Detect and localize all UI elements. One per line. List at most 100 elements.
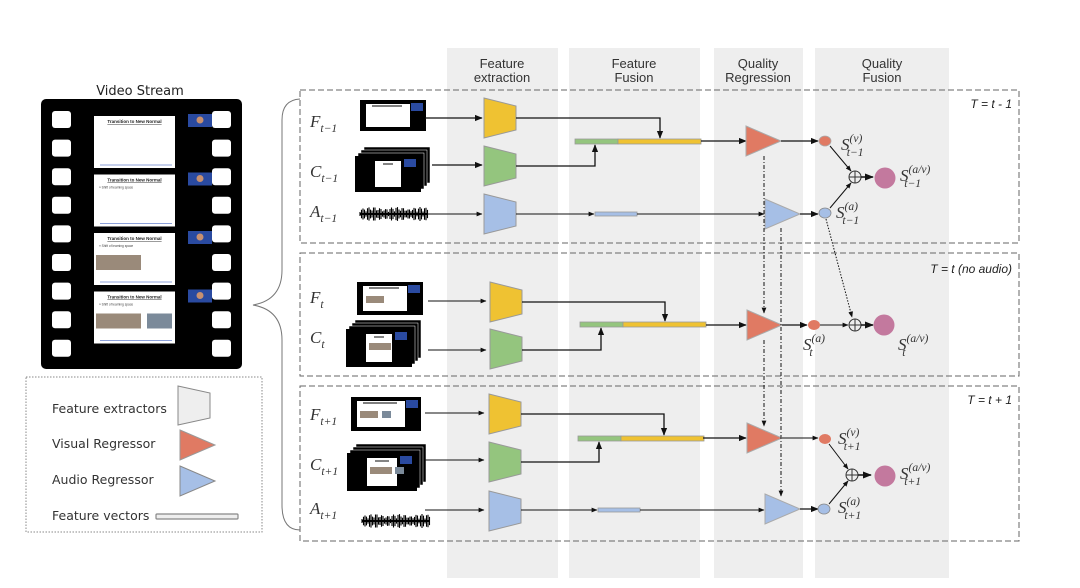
sum-node xyxy=(848,170,862,184)
fused-feature-vector xyxy=(574,138,702,145)
slide-frame: Transition to New Normal» Shift of learn… xyxy=(94,289,212,344)
frame-slide xyxy=(375,161,401,187)
audio-to-sum-arrow xyxy=(828,480,849,505)
trapezoid-icon xyxy=(177,385,211,426)
frame-feature-arrow xyxy=(521,413,668,436)
blue-triangle-icon xyxy=(179,465,217,497)
sprocket-hole xyxy=(52,139,71,157)
context-feature-vector xyxy=(577,435,622,442)
legend-label-feature-vectors: Feature vectors xyxy=(52,508,149,523)
stage-column-quality-regression xyxy=(714,48,803,578)
slide-frame: Transition to New Normal» Shift of learn… xyxy=(94,172,212,227)
sprocket-hole xyxy=(212,339,231,357)
sprocket-hole xyxy=(52,111,71,128)
sum-node xyxy=(845,468,859,482)
stage-header-line2: extraction xyxy=(474,70,530,85)
visual-to-sum-arrow xyxy=(828,443,849,470)
fused-feature-vector xyxy=(579,321,707,328)
input-label-context: Ct xyxy=(310,328,325,351)
input-label-frame: Ft+1 xyxy=(309,405,337,428)
stage-header-line1: Quality xyxy=(862,56,903,71)
legend-label-audio-regressor: Audio Regressor xyxy=(52,472,154,487)
classroom-photo xyxy=(369,343,391,350)
panel-t-minus-1: T = t - 1 xyxy=(299,89,1020,244)
stage-column-quality-fusion xyxy=(815,48,949,578)
input-label-context: Ct+1 xyxy=(310,455,338,478)
speaker-face xyxy=(196,175,204,182)
fused-score-node xyxy=(874,465,896,487)
stage-header-line1: Feature xyxy=(480,56,525,71)
stage-column-feature-fusion xyxy=(569,48,700,578)
audio-score-carryover-arrow xyxy=(825,218,853,318)
classroom-photo xyxy=(366,296,384,303)
classroom-photo xyxy=(96,313,141,329)
visual-score-label: S(a)t xyxy=(803,332,825,359)
sprocket-hole xyxy=(212,282,231,300)
bar-icon xyxy=(155,513,239,520)
visual-regressor xyxy=(746,309,784,341)
frame-feature-vector xyxy=(617,138,702,145)
frame-thumbnail xyxy=(351,397,421,431)
sprocket-hole xyxy=(52,196,71,214)
context-feature-vector xyxy=(579,321,624,328)
audio-feature-vector xyxy=(597,507,641,513)
sprocket-hole xyxy=(212,254,231,271)
speaker-thumbnail xyxy=(406,400,418,408)
audio-waveform xyxy=(359,207,429,221)
context-feature-extractor xyxy=(483,145,517,187)
speaker-thumbnail xyxy=(395,332,407,340)
fused-score-label: S(a/v)t xyxy=(898,332,928,359)
slide-bullet: » Shift of learning space xyxy=(99,244,133,248)
audio-to-sum-arrow xyxy=(829,182,852,209)
fused-score-label: S(a/v)t−1 xyxy=(900,163,930,190)
panel-t: T = t (no audio) xyxy=(299,252,1020,377)
laptop-photo xyxy=(147,313,172,329)
audio-feature-vector xyxy=(594,211,638,217)
speaker-thumbnail xyxy=(408,285,420,293)
audio-score-label: S(a)t−1 xyxy=(836,200,859,227)
fused-score-node xyxy=(874,167,896,189)
audio-feature-extractor xyxy=(483,193,517,235)
slide-page xyxy=(94,174,175,227)
context-feature-arrow xyxy=(516,144,599,167)
slide-title: Transition to New Normal xyxy=(107,295,161,300)
slide-title: Transition to New Normal xyxy=(107,236,161,241)
fused-score-label: S(a/v)t+1 xyxy=(900,461,930,488)
context-feature-extractor xyxy=(488,441,522,483)
frame-thumbnail xyxy=(360,100,426,131)
slide-page xyxy=(94,116,175,168)
speaker-face xyxy=(196,292,204,299)
frame-thumbnail xyxy=(357,282,423,315)
sprocket-hole xyxy=(52,282,71,300)
speaker-face xyxy=(196,116,204,124)
context-stack xyxy=(347,443,427,491)
stage-columns xyxy=(447,48,949,578)
visual-score-label: S(v)t−1 xyxy=(841,132,864,159)
input-label-frame: Ft−1 xyxy=(309,112,337,135)
sprocket-hole xyxy=(212,311,231,329)
speaker-thumbnail xyxy=(400,456,412,464)
context-feature-vector xyxy=(574,138,619,145)
slide-frame: Transition to New Normal » Shift of learn… xyxy=(94,231,212,285)
panel-label: T = t + 1 xyxy=(967,393,1012,407)
speaker-thumbnail xyxy=(404,159,416,167)
audio-regressor xyxy=(764,493,802,525)
panel-label: T = t (no audio) xyxy=(930,262,1012,276)
audio-score-node xyxy=(818,207,832,219)
classroom-photo xyxy=(360,411,378,418)
frame-feature-extractor xyxy=(483,97,517,139)
visual-score-node xyxy=(818,135,832,147)
legend-label-feature-extractors: Feature extractors xyxy=(52,401,167,416)
stage-header-line1: Quality xyxy=(738,56,779,71)
slide-title: Transition to New Normal xyxy=(107,119,161,124)
sprocket-hole xyxy=(52,339,71,357)
input-label-frame: Ft xyxy=(309,288,324,311)
speaker-thumbnail xyxy=(411,103,423,111)
slide-frame: Transition to New Normal xyxy=(94,114,212,168)
sprocket-hole xyxy=(52,254,71,271)
laptop-photo xyxy=(395,467,404,474)
sum-node xyxy=(848,318,862,332)
visual-regressor xyxy=(746,422,784,454)
classroom-photo xyxy=(370,467,392,474)
